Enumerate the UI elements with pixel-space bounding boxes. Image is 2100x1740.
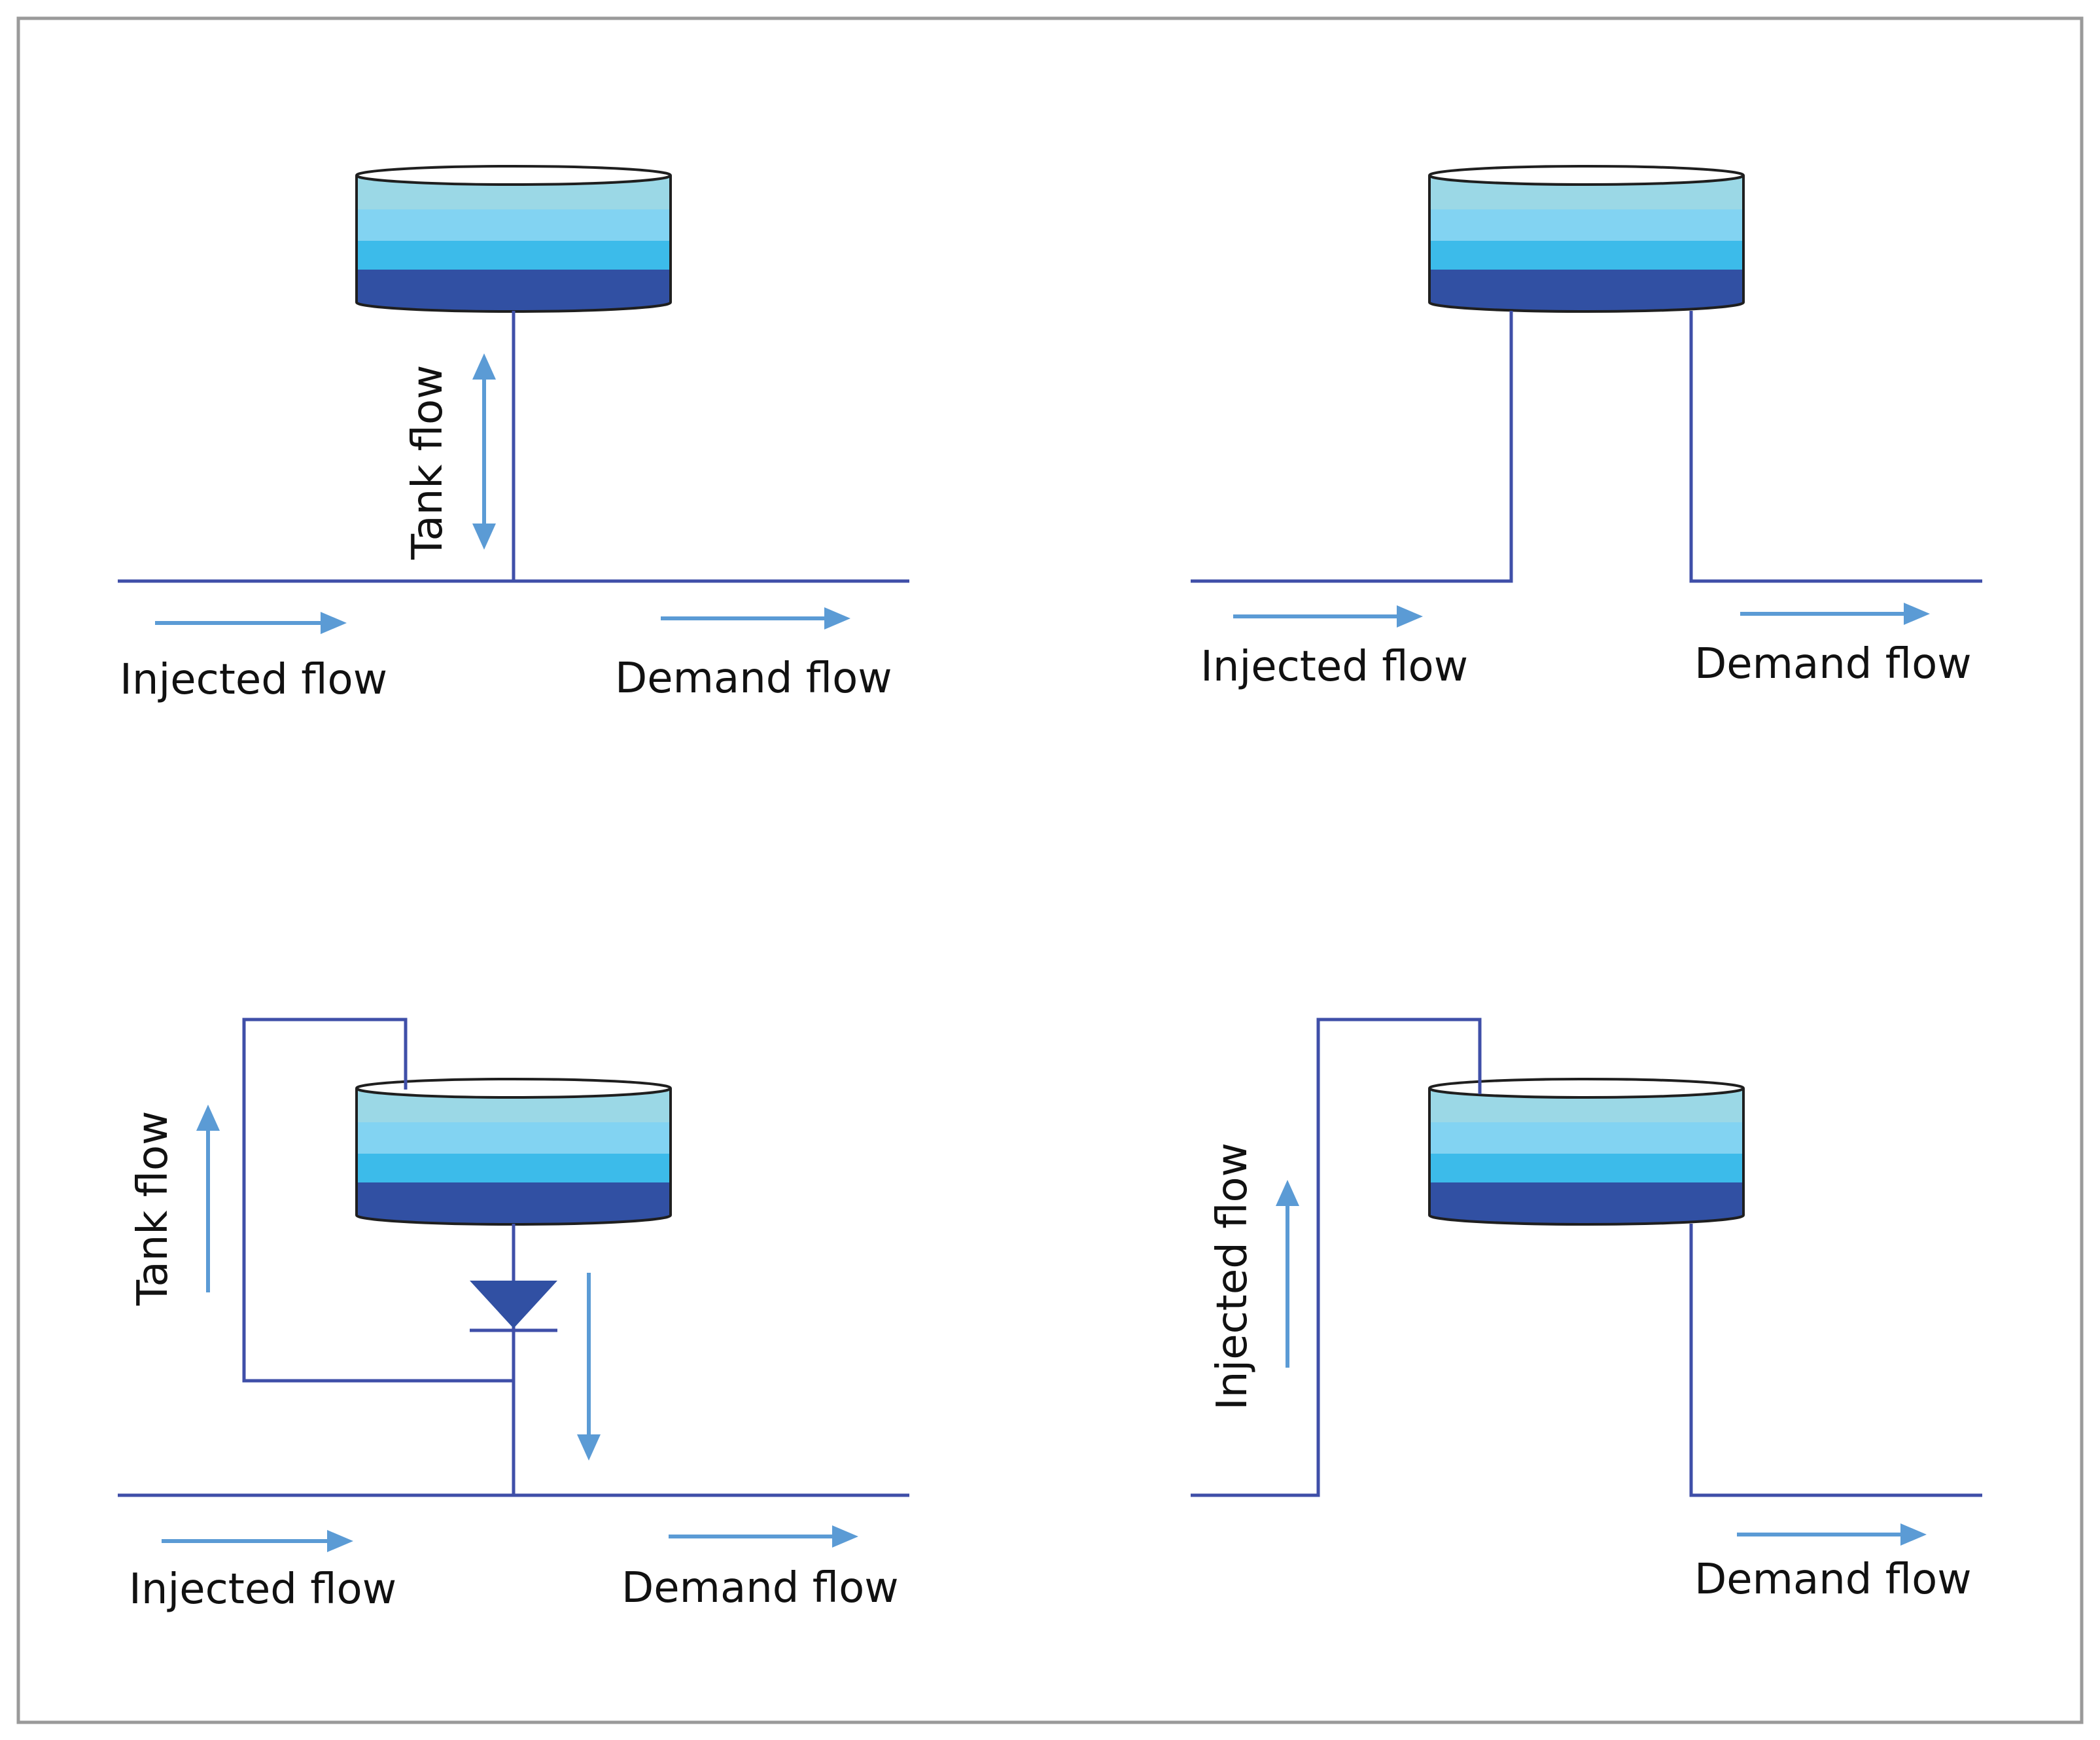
- injected-flow-arrow: [162, 1530, 353, 1552]
- tank-water-band: [357, 1122, 671, 1154]
- injected-flow-label: Injected flow: [120, 656, 387, 704]
- tank-top-rim: [1428, 165, 1745, 186]
- outlet-pipe: [1689, 311, 1982, 583]
- panel-bottom-right: Injected flow Demand flow: [1191, 1018, 1982, 1604]
- tank-outline: [1428, 1088, 1745, 1226]
- panel-top-right: Injected flow Demand flow: [1191, 165, 1982, 691]
- demand-flow-label: Demand flow: [1694, 1555, 1972, 1604]
- outlet-pipe: [1689, 1224, 1982, 1497]
- tank-top-rim: [355, 1078, 672, 1099]
- panel-bottom-left: Tank flow Injected flow Demand flow: [118, 1018, 909, 1614]
- injected-flow-arrow: [1233, 605, 1423, 628]
- tank-flow-label: Tank flow: [129, 1111, 177, 1307]
- demand-flow-arrow: [1740, 603, 1930, 625]
- outflow-arrow: [577, 1273, 601, 1461]
- outer-frame: [16, 16, 2084, 1724]
- injected-flow-label: Injected flow: [129, 1565, 396, 1614]
- check-valve-icon: [470, 1281, 557, 1332]
- tank-water-band: [1429, 1154, 1743, 1182]
- tank: [1428, 165, 1745, 313]
- tank-flow-label: Tank flow: [404, 365, 452, 561]
- demand-flow-label: Demand flow: [621, 1564, 899, 1612]
- tank-water-band: [1429, 1122, 1743, 1154]
- inlet-pipe: [1191, 1018, 1482, 1497]
- tank-water-band: [357, 270, 671, 311]
- bypass-pipe: [242, 1018, 514, 1383]
- panel-top-left: Tank flow Injected flow Demand flow: [118, 165, 909, 704]
- tank-water-band: [1429, 270, 1743, 311]
- tank-top-rim: [1428, 1078, 1745, 1099]
- tank-water-band: [1429, 209, 1743, 241]
- demand-flow-arrow: [1737, 1523, 1927, 1546]
- tank-water-band: [357, 241, 671, 270]
- tank-flow-arrow: [472, 353, 496, 550]
- tank-flow-arrow: [196, 1105, 220, 1292]
- tank-outline: [1428, 175, 1745, 313]
- demand-flow-label: Demand flow: [615, 654, 892, 703]
- tank-top-rim: [355, 165, 672, 186]
- tank: [355, 165, 672, 313]
- tank-water-band: [357, 1154, 671, 1182]
- injected-flow-label: Injected flow: [1208, 1143, 1257, 1410]
- inlet-pipe: [1191, 311, 1513, 583]
- demand-flow-arrow: [669, 1525, 858, 1548]
- tank-water-band: [357, 209, 671, 241]
- injected-flow-arrow: [155, 612, 347, 634]
- demand-flow-label: Demand flow: [1694, 640, 1972, 688]
- demand-flow-arrow: [661, 607, 850, 630]
- injected-flow-arrow: [1276, 1180, 1299, 1368]
- tank-water-band: [1429, 1182, 1743, 1224]
- tank-water-band: [1429, 241, 1743, 270]
- tank: [1428, 1078, 1745, 1226]
- tank-water-band: [357, 1182, 671, 1224]
- injected-flow-label: Injected flow: [1200, 643, 1468, 691]
- tank: [355, 1078, 672, 1226]
